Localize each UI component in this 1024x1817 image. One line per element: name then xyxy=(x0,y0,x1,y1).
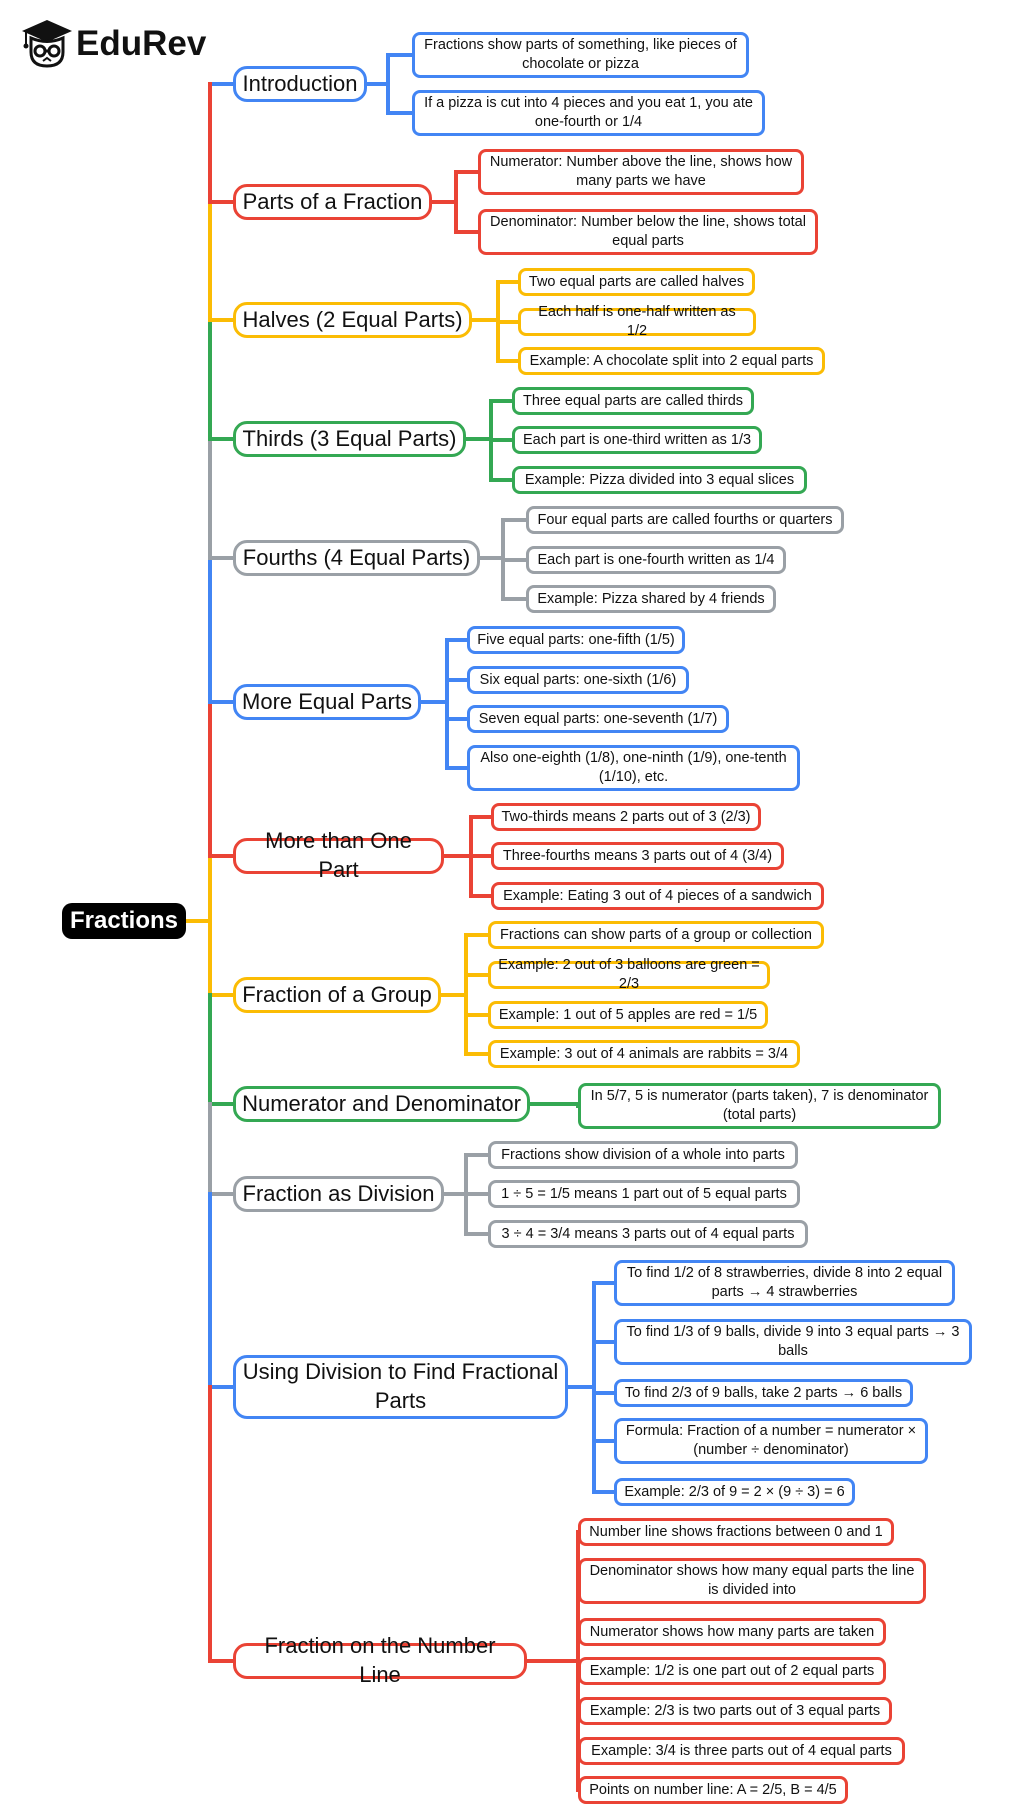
leaf-node: Fractions show division of a whole into … xyxy=(488,1141,798,1169)
leaf-node: Formula: Fraction of a number = numerato… xyxy=(614,1418,928,1464)
branch-node: Halves (2 Equal Parts) xyxy=(233,302,472,338)
leaf-node: Example: 2 out of 3 balloons are green =… xyxy=(488,957,770,992)
edurev-logo: EduRev xyxy=(20,18,206,74)
leaf-node: Example: 1/2 is one part out of 2 equal … xyxy=(578,1657,886,1685)
leaf-node: Fractions can show parts of a group or c… xyxy=(488,921,824,949)
leaf-node: Four equal parts are called fourths or q… xyxy=(526,506,844,534)
branch-node: More than One Part xyxy=(233,828,444,882)
leaf-node: Denominator: Number below the line, show… xyxy=(478,209,818,255)
leaf-node: Example: Pizza divided into 3 equal slic… xyxy=(512,466,807,494)
leaf-node: Example: 2/3 is two parts out of 3 equal… xyxy=(578,1697,892,1725)
branch-node: Fraction of a Group xyxy=(233,977,441,1013)
leaf-node: Example: 2/3 of 9 = 2 × (9 ÷ 3) = 6 xyxy=(614,1478,855,1506)
branch-node: Fraction on the Number Line xyxy=(233,1633,527,1687)
leaf-node: Number line shows fractions between 0 an… xyxy=(578,1518,894,1546)
branch-node: Thirds (3 Equal Parts) xyxy=(233,421,466,457)
graduate-owl-icon xyxy=(22,20,72,68)
leaf-node: To find 1/2 of 8 strawberries, divide 8 … xyxy=(614,1260,955,1306)
leaf-node: Example: 3 out of 4 animals are rabbits … xyxy=(488,1040,800,1068)
leaf-node: Fractions show parts of something, like … xyxy=(412,32,749,78)
brand-name: EduRev xyxy=(76,24,207,63)
leaf-node: Also one-eighth (1/8), one-ninth (1/9), … xyxy=(467,745,800,791)
leaf-node: 1 ÷ 5 = 1/5 means 1 part out of 5 equal … xyxy=(488,1180,800,1208)
leaf-node: Each part is one-third written as 1/3 xyxy=(512,426,762,454)
branch-node: Fourths (4 Equal Parts) xyxy=(233,540,480,576)
leaf-node: Two-thirds means 2 parts out of 3 (2/3) xyxy=(491,803,761,831)
leaf-node: Example: Eating 3 out of 4 pieces of a s… xyxy=(491,882,824,910)
leaf-node: In 5/7, 5 is numerator (parts taken), 7 … xyxy=(578,1083,941,1129)
leaf-node: Three equal parts are called thirds xyxy=(512,387,754,415)
leaf-node: Six equal parts: one-sixth (1/6) xyxy=(467,666,689,694)
leaf-node: Numerator: Number above the line, shows … xyxy=(478,149,804,195)
leaf-node: Points on number line: A = 2/5, B = 4/5 xyxy=(578,1776,848,1804)
leaf-node: Example: 1 out of 5 apples are red = 1/5 xyxy=(488,1001,768,1029)
leaf-node: Numerator shows how many parts are taken xyxy=(578,1618,886,1646)
leaf-node: Example: Pizza shared by 4 friends xyxy=(526,585,776,613)
leaf-node: To find 1/3 of 9 balls, divide 9 into 3 … xyxy=(614,1319,972,1365)
branch-node: Using Division to Find Fractional Parts xyxy=(233,1355,568,1419)
branch-node: Numerator and Denominator xyxy=(233,1086,530,1122)
leaf-node: Five equal parts: one-fifth (1/5) xyxy=(467,626,685,654)
leaf-node: To find 2/3 of 9 balls, take 2 parts → 6… xyxy=(614,1379,913,1407)
leaf-node: Denominator shows how many equal parts t… xyxy=(578,1558,926,1604)
leaf-node: 3 ÷ 4 = 3/4 means 3 parts out of 4 equal… xyxy=(488,1220,808,1248)
leaf-node: Seven equal parts: one-seventh (1/7) xyxy=(467,705,729,733)
root-node-fractions: Fractions xyxy=(62,903,186,939)
leaf-node: Each part is one-fourth written as 1/4 xyxy=(526,546,786,574)
branch-node: Introduction xyxy=(233,66,367,102)
leaf-node: Three-fourths means 3 parts out of 4 (3/… xyxy=(491,842,784,870)
leaf-node: Example: 3/4 is three parts out of 4 equ… xyxy=(578,1737,905,1765)
branch-node: Parts of a Fraction xyxy=(233,184,432,220)
leaf-node: Two equal parts are called halves xyxy=(518,268,755,296)
leaf-node: Example: A chocolate split into 2 equal … xyxy=(518,347,825,375)
leaf-node: Each half is one-half written as 1/2 xyxy=(518,304,756,339)
branch-node: Fraction as Division xyxy=(233,1176,444,1212)
leaf-node: If a pizza is cut into 4 pieces and you … xyxy=(412,90,765,136)
branch-node: More Equal Parts xyxy=(233,684,421,720)
